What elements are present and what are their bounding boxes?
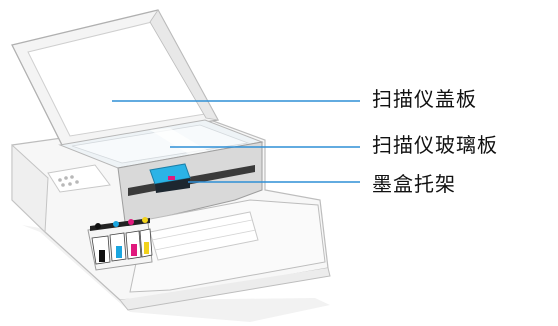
ink-tanks — [87, 217, 153, 271]
label-cartridge-carriage: 墨盒托架 — [372, 172, 456, 196]
printer-left-side — [11, 143, 49, 234]
output-tray — [129, 199, 326, 293]
scanner-glass — [58, 119, 264, 169]
scanner-lid — [11, 9, 220, 146]
label-scanner-glass: 扫描仪玻璃板 — [372, 133, 498, 157]
control-panel — [47, 164, 111, 193]
floor-shadow — [22, 225, 330, 322]
cartridge-carriage — [149, 163, 191, 193]
printer-front-edge — [119, 267, 331, 311]
label-scanner-lid: 扫描仪盖板 — [372, 87, 477, 111]
